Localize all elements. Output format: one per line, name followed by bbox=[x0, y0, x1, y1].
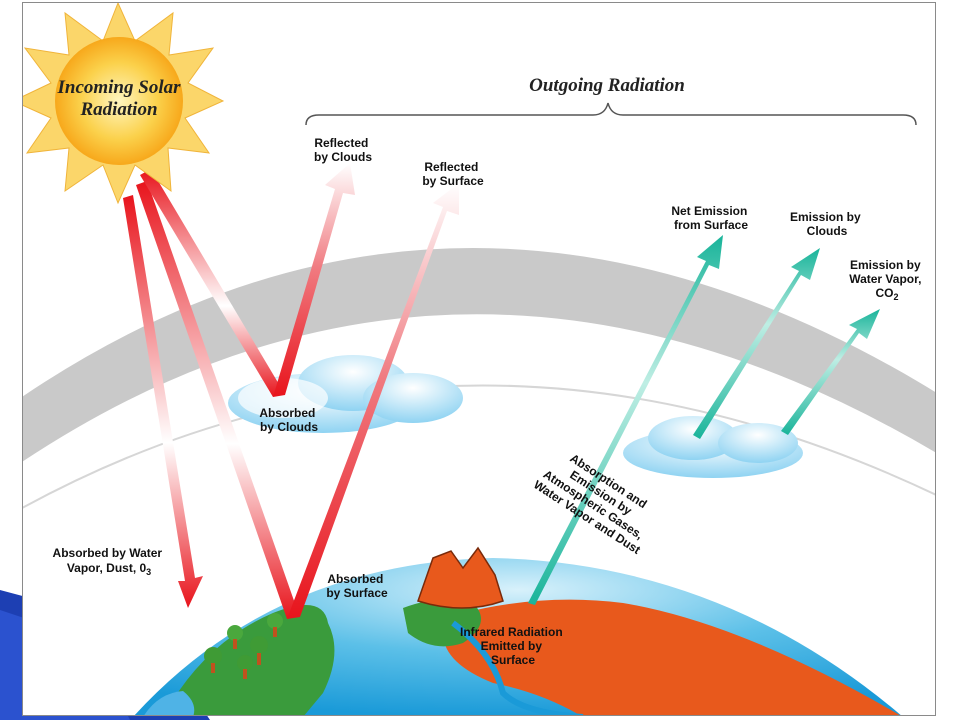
label-reflected-by-surface: Reflected by Surface bbox=[422, 160, 484, 188]
river bbox=[451, 620, 584, 715]
trees bbox=[204, 613, 283, 679]
cloud-right bbox=[623, 416, 803, 478]
arrow-sun-to-clouds bbox=[140, 169, 283, 397]
outgoing-radiation-title: Outgoing Radiation bbox=[529, 75, 685, 96]
label-emission-water-vapor: Emission by Water Vapor, CO2 bbox=[849, 258, 925, 302]
label-infrared-radiation: Infrared Radiation Emitted by Surface bbox=[460, 625, 566, 667]
sun: Incoming Solar Radiation bbox=[23, 3, 225, 205]
tree bbox=[227, 625, 243, 641]
mountain bbox=[417, 546, 504, 609]
sun-title-line2: Radiation bbox=[79, 99, 157, 120]
outgoing-radiation-brace bbox=[305, 102, 917, 126]
sun-title-line1: Incoming Solar bbox=[56, 77, 181, 98]
tree bbox=[250, 636, 268, 654]
atmosphere-outer-band bbox=[23, 248, 935, 462]
land-left-lake bbox=[144, 691, 195, 715]
tree bbox=[204, 647, 222, 665]
green-coast bbox=[403, 599, 481, 647]
arrow-emission-water-vapor bbox=[781, 309, 880, 435]
arrow-absorption-emission bbox=[528, 235, 723, 605]
arrow-sun-to-surface bbox=[136, 181, 299, 619]
earth-energy-budget-diagram: Incoming Solar Radiation Outgoing Radiat… bbox=[23, 3, 935, 715]
label-emission-by-clouds: Emission by Clouds bbox=[790, 210, 864, 238]
tree bbox=[267, 613, 283, 629]
arrow-reflected-by-surface bbox=[287, 183, 459, 619]
label-absorbed-by-surface: Absorbed by Surface bbox=[326, 572, 388, 600]
sun-disc bbox=[55, 37, 183, 165]
earth bbox=[134, 546, 901, 715]
arrow-reflected-by-clouds bbox=[273, 163, 355, 397]
atmosphere-inner-line bbox=[23, 384, 935, 509]
label-reflected-by-clouds: Reflected by Clouds bbox=[314, 136, 372, 164]
arrow-emission-by-clouds bbox=[693, 248, 820, 439]
diagram-frame: Incoming Solar Radiation Outgoing Radiat… bbox=[22, 2, 936, 716]
arrow-absorbed-water-vapor bbox=[123, 195, 203, 608]
label-absorbed-by-water-vapor: Absorbed by Water Vapor, Dust, 03 bbox=[53, 546, 166, 577]
label-net-emission: Net Emission from Surface bbox=[671, 204, 750, 232]
label-absorbed-by-clouds: Absorbed by Clouds bbox=[259, 406, 318, 434]
hot-land-right bbox=[443, 599, 900, 715]
tree bbox=[237, 655, 253, 671]
